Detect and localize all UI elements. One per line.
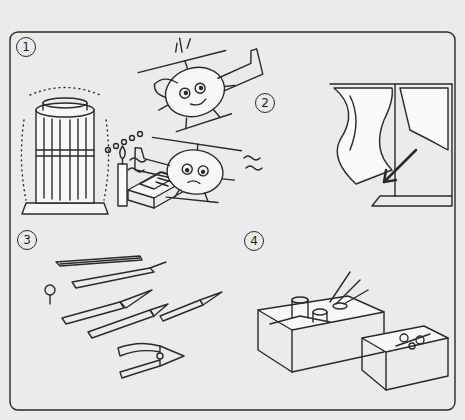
tools: [45, 256, 222, 378]
shiver-lines: [128, 156, 262, 172]
heater: [21, 88, 108, 215]
helicopter: [132, 16, 273, 137]
callout-number: 1: [16, 37, 36, 57]
paint-boxes: [258, 272, 448, 390]
callout-number: 4: [244, 231, 264, 251]
frame: [10, 32, 455, 410]
callout-number: 3: [17, 230, 37, 250]
callout-number: 2: [255, 93, 275, 113]
window-curtain: [330, 84, 452, 206]
helicopter: [130, 136, 241, 205]
